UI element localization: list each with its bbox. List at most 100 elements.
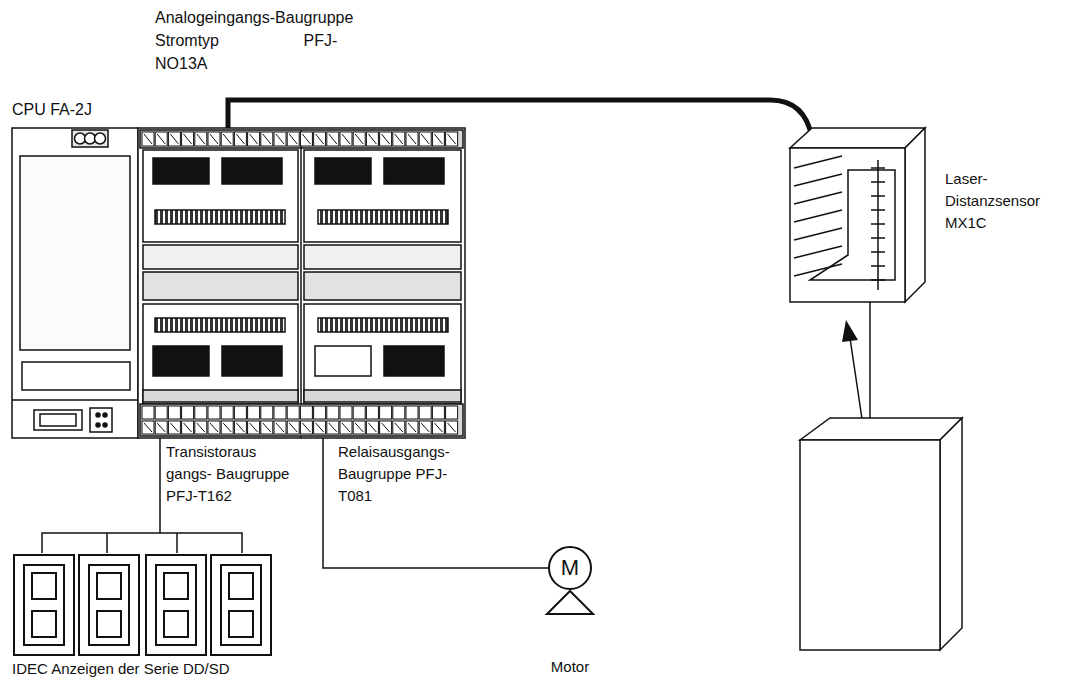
terminal [182,406,194,419]
scale-tick [871,167,885,169]
terminal [287,132,299,146]
motor-wire [323,438,548,568]
digit-hole [32,611,56,637]
terminal [393,132,405,146]
terminal [366,421,378,434]
terminal-mark [395,423,403,432]
module-label: Analogeingangs-Baugruppe Stromtyp PFJ-NO… [155,6,380,76]
scale-tick [871,195,885,197]
scale-tick [871,279,885,281]
terminal [314,132,326,146]
terminal [155,132,167,146]
terminal-mark [342,134,350,144]
terminal [419,406,431,419]
display-label: IDEC Anzeigen der Serie DD/SD [12,658,230,680]
terminal-mark [355,134,363,144]
louver [794,264,842,276]
terminal [221,421,233,434]
terminal-mark [157,423,165,432]
scale-tick [871,181,885,183]
terminal [195,421,207,434]
target-box [800,418,962,650]
terminal [300,132,312,146]
terminal-mark [302,134,310,144]
arrowhead [842,320,858,342]
terminal [432,132,444,146]
terminal [274,406,286,419]
terminal [208,421,220,434]
scale-tick [871,265,885,267]
terminal [432,421,444,434]
terminal-mark [250,134,258,144]
terminal [314,421,326,434]
digit-hole [32,573,56,599]
terminal-mark [263,134,271,144]
display-bracket [42,533,242,553]
terminal [274,132,286,146]
terminal-mark [368,134,376,144]
terminal [155,406,167,419]
digit-outline [156,565,196,645]
motor-base [547,591,593,614]
terminal [380,421,392,434]
terminal-mark [448,423,456,432]
terminal-mark [184,423,192,432]
terminal-mark [355,423,363,432]
terminal [340,421,352,434]
terminal [327,421,339,434]
terminal [261,421,273,434]
terminal [221,132,233,146]
motor-label: Motor [551,656,589,678]
terminal [168,421,180,434]
terminal [168,406,180,419]
display-wire [159,438,161,533]
scale-tick [871,209,885,211]
terminal [195,406,207,419]
terminal-mark [223,134,231,144]
terminal [314,406,326,419]
terminal [287,421,299,434]
terminal-mark [448,134,456,144]
terminal [195,132,207,146]
terminal [380,406,392,419]
terminal [353,406,365,419]
scale-tick [871,251,885,253]
terminal [353,421,365,434]
terminal [261,406,273,419]
terminal [300,406,312,419]
motor-circle: M [548,546,592,590]
terminal-mark [302,423,310,432]
terminal-mark [170,423,178,432]
terminal [406,406,418,419]
cpu-label: CPU FA-2J [12,98,92,121]
terminal [182,132,194,146]
terminal-mark [395,134,403,144]
sensor-label: Laser- Distanzsensor MX1C [945,168,1060,233]
digit-hole [164,611,188,637]
terminal [327,132,339,146]
terminal-mark [408,134,416,144]
terminal [234,132,246,146]
terminal [380,132,392,146]
digit-hole [97,573,121,599]
digit-frame [79,555,139,655]
terminal-mark [236,423,244,432]
terminal-mark [263,423,271,432]
terminal-mark [197,423,205,432]
scale-tick [871,223,885,225]
terminal [248,421,260,434]
terminal-mark [368,423,376,432]
terminal [366,406,378,419]
terminal [168,132,180,146]
digit-hole [164,573,188,599]
terminal-mark [382,134,390,144]
terminal [393,406,405,419]
terminal [340,132,352,146]
digit-outline [24,565,64,645]
digit-outline [221,565,261,645]
terminal [208,406,220,419]
terminal-mark [434,134,442,144]
terminal-mark [316,134,324,144]
terminal [366,132,378,146]
